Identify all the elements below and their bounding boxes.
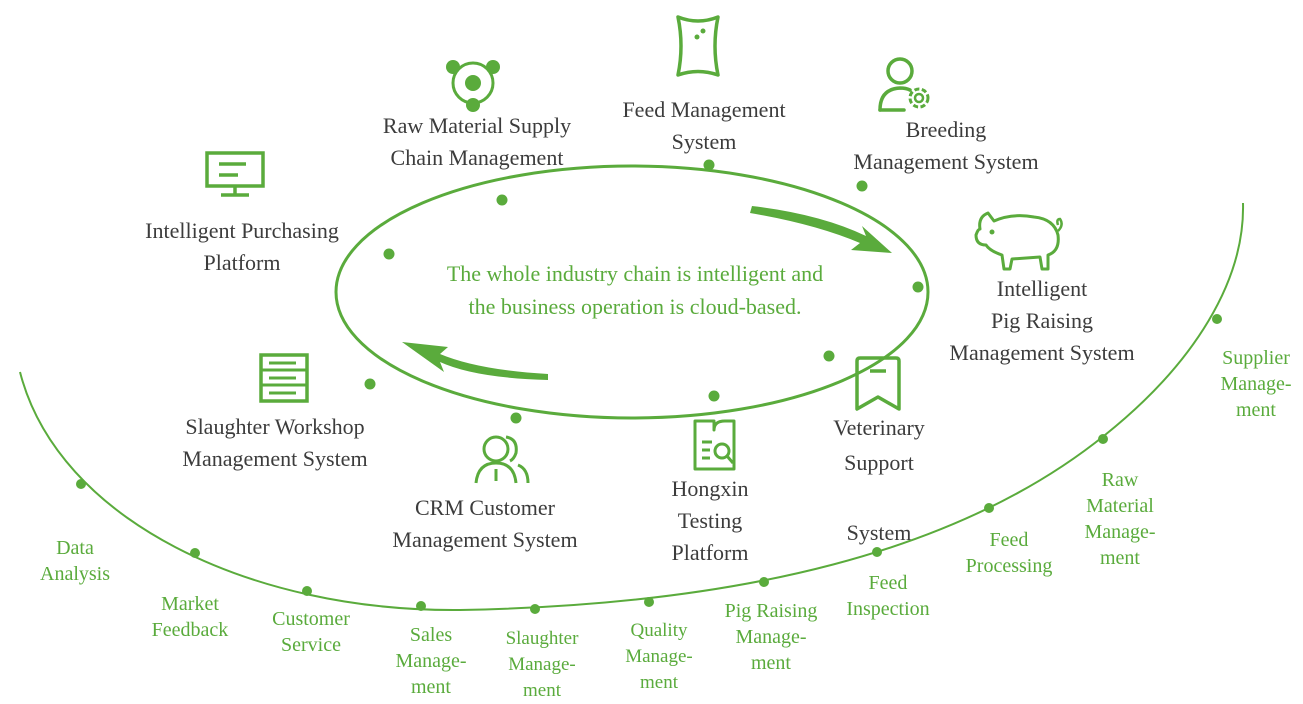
inner-node [708,390,720,402]
system-label-feed-management: Feed Management System [622,97,786,154]
system-label-pig-raising-management: Intelligent Pig Raising Management Syste… [949,276,1135,365]
document-search-icon [693,419,736,471]
inner-node [703,159,715,171]
outer-spiral-arc [19,202,1245,612]
pig-icon [974,211,1063,271]
outer-node [76,479,86,489]
users-icon [474,435,530,484]
step-label-sales-management: Sales Manage- ment [395,624,467,698]
system-label-breeding-management: Breeding Management System [853,117,1039,174]
ecosystem-icon [446,60,500,112]
outer-cycle-nodes [76,314,1222,614]
system-label-slaughter-workshop: Slaughter Workshop Management System [182,414,368,471]
inner-node [510,412,522,424]
step-label-feed-inspection: Feed Inspection [846,572,930,620]
monitor-icon [205,151,265,197]
outer-node [1212,314,1222,324]
system-label-veterinary-support: Veterinary Support System [833,415,925,545]
outer-node [984,503,994,513]
arrow-clockwise-top [750,206,892,253]
system-label-hongxin-testing: Hongxin Testing Platform [671,476,749,565]
inner-node [856,180,868,192]
outer-node [416,601,426,611]
outer-node [190,548,200,558]
step-label-market-feedback: Market Feedback [151,593,229,641]
inner-node [912,281,924,293]
system-label-raw-material-supply-chain: Raw Material Supply Chain Management [382,113,572,170]
inner-cycle-ellipse [334,164,930,420]
system-label-intelligent-purchasing: Intelligent Purchasing Platform [145,218,339,275]
outer-node [302,586,312,596]
outer-node [644,597,654,607]
inner-node [823,350,835,362]
inner-node [383,248,395,260]
step-label-feed-processing: Feed Processing [965,529,1053,577]
inner-cycle-nodes [364,159,924,424]
center-slogan: The whole industry chain is intelligent … [446,261,824,319]
arrow-clockwise-bottom [402,342,548,380]
step-label-supplier-management: Supplier Manage- ment [1220,347,1292,421]
outer-node [530,604,540,614]
outer-node [872,547,882,557]
system-label-crm-customer: CRM Customer Management System [392,495,578,552]
step-label-raw-material-management: Raw Material Manage- ment [1084,469,1156,569]
server-list-icon [259,353,309,403]
step-label-data-analysis: Data Analysis [40,537,110,585]
bookmark-icon [855,356,901,411]
outer-node [759,577,769,587]
inner-node [496,194,508,206]
step-label-pig-raising-management: Pig Raising Manage- ment [724,600,818,674]
step-label-customer-service: Customer Service [272,608,350,656]
inner-node [364,378,376,390]
feed-bag-icon [676,15,720,77]
step-label-slaughter-management: Slaughter Manage- ment [505,628,579,701]
outer-node [1098,434,1108,444]
step-label-quality-management: Quality Manage- ment [625,620,693,693]
user-gear-icon [878,57,930,112]
